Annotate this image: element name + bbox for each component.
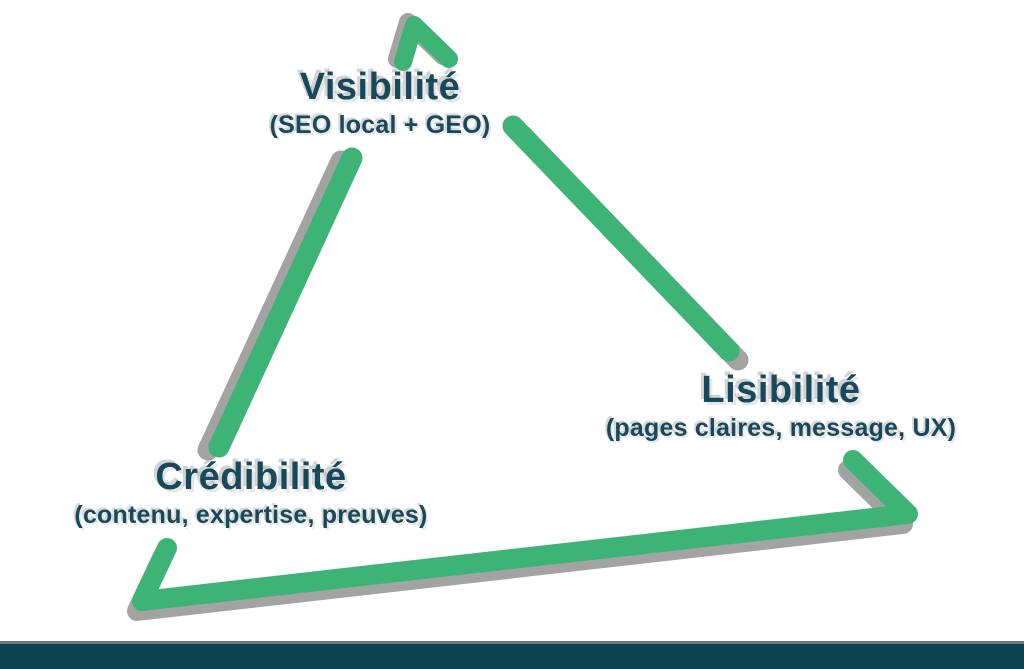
arrow-strokes — [132, 16, 918, 611]
footer-bar — [0, 641, 1024, 669]
node-lisibilite-title: Lisibilité — [701, 369, 861, 411]
arrowhead-up-icon — [394, 16, 458, 71]
node-visibilite-title: Visibilité — [299, 66, 461, 108]
node-lisibilite: Lisibilité (pages claires, message, UX) — [531, 371, 1024, 441]
arrow-lisibilite-to-credibilite — [132, 450, 918, 611]
node-credibilite-title: Crédibilité — [155, 456, 347, 498]
arrow-visibilite-to-lisibilite — [502, 115, 740, 362]
arrow-credibilite-to-visibilite — [208, 147, 363, 458]
node-lisibilite-subtitle: (pages claires, message, UX) — [605, 414, 957, 442]
node-visibilite-subtitle: (SEO local + GEO) — [269, 111, 491, 139]
node-credibilite: Crédibilité (contenu, expertise, preuves… — [1, 458, 501, 528]
node-credibilite-subtitle: (contenu, expertise, preuves) — [74, 501, 428, 529]
node-visibilite: Visibilité (SEO local + GEO) — [130, 68, 630, 138]
